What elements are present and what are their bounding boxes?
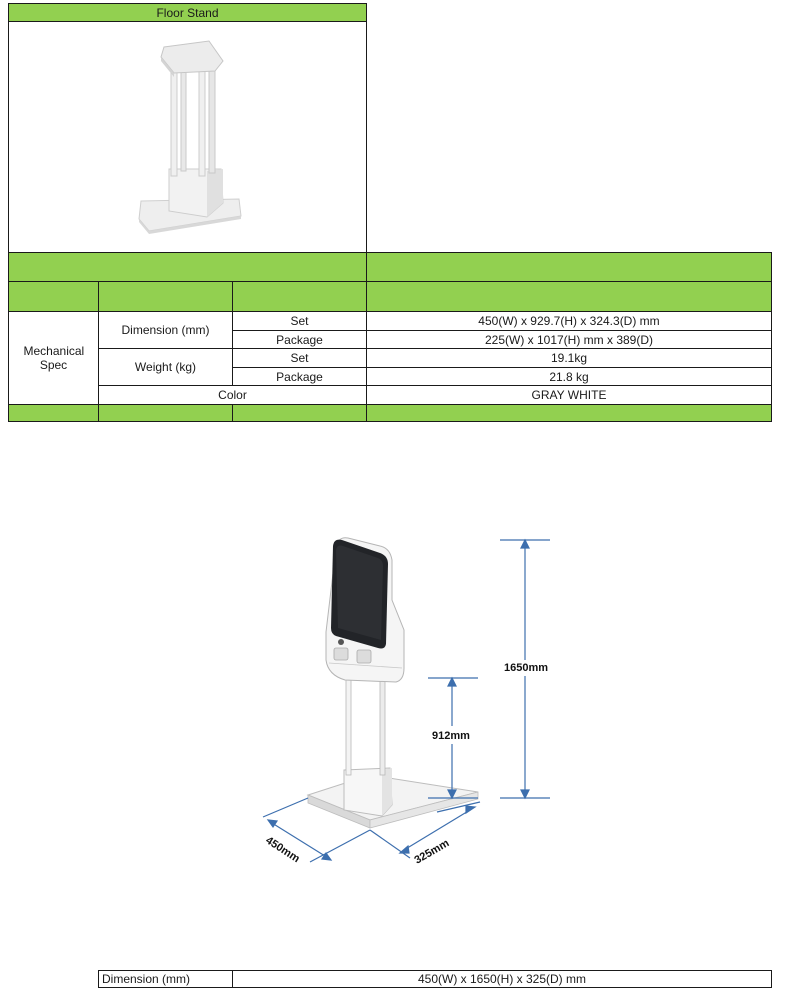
- spec-footer-col1: [8, 404, 99, 422]
- bottom-dimension-value: 450(W) x 1650(H) x 325(D) mm: [232, 970, 772, 988]
- width-label: 450mm: [263, 834, 302, 865]
- dimension-set-label: Set: [232, 311, 367, 331]
- mechanical-spec-label: Mechanical Spec: [8, 311, 99, 405]
- spec-subheader-col3: [232, 281, 367, 312]
- spec-subheader-col4: [366, 281, 772, 312]
- product-title: Floor Stand: [8, 3, 367, 22]
- spec-subheader-col2: [98, 281, 233, 312]
- color-value: GRAY WHITE: [366, 385, 772, 405]
- weight-package-label: Package: [232, 367, 367, 386]
- spec-subheader-col1: [8, 281, 99, 312]
- spec-footer-col4: [366, 404, 772, 422]
- weight-set-label: Set: [232, 348, 367, 368]
- dimension-package-label: Package: [232, 330, 367, 349]
- dimension-package-value: 225(W) x 1017(H) mm x 389(D): [366, 330, 772, 349]
- spec-header-left: [8, 252, 367, 282]
- weight-package-value: 21.8 kg: [366, 367, 772, 386]
- color-label: Color: [98, 385, 367, 405]
- spec-header-right: [366, 252, 772, 282]
- dimension-set-value: 450(W) x 929.7(H) x 324.3(D) mm: [366, 311, 772, 331]
- spec-footer-col3: [232, 404, 367, 422]
- floor-stand-image: [138, 40, 242, 234]
- kiosk-dimension-diagram: 1650mm 912mm 450mm 325mm: [0, 520, 802, 880]
- mechanical-spec-text: Mechanical Spec: [23, 344, 85, 372]
- spec-footer-col2: [98, 404, 233, 422]
- bottom-dimension-label: Dimension (mm): [98, 970, 233, 988]
- height-stand-label: 912mm: [432, 730, 470, 742]
- weight-set-value: 19.1kg: [366, 348, 772, 368]
- weight-label: Weight (kg): [98, 348, 233, 386]
- product-image-frame: [8, 21, 367, 253]
- dimension-label: Dimension (mm): [98, 311, 233, 349]
- height-total-label: 1650mm: [504, 662, 548, 674]
